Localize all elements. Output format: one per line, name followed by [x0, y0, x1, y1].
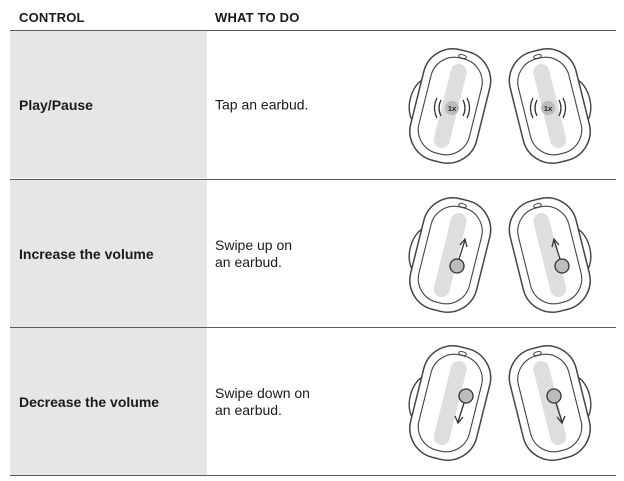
table-row-play-pause: Play/Pause Tap an earbud. 1x [10, 31, 616, 178]
right-earbud-icon [508, 345, 592, 461]
swipe-up-arrow-icon [551, 237, 570, 274]
swipe-down-arrow-icon [454, 388, 474, 425]
instruction-line: Swipe down on [215, 384, 310, 401]
table-row-increase-volume: Increase the volume Swipe up on an earbu… [10, 180, 616, 327]
control-label: Decrease the volume [19, 393, 160, 410]
instruction-line: Swipe up on [215, 236, 293, 253]
control-cell: Play/Pause [10, 31, 207, 178]
row-divider [10, 475, 616, 476]
left-earbud-icon [408, 197, 492, 313]
row-divider [10, 179, 616, 180]
table-row-decrease-volume: Decrease the volume Swipe down on an ear… [10, 328, 616, 475]
header-control: CONTROL [19, 10, 85, 25]
control-label: Increase the volume [19, 245, 154, 262]
instruction-line: Tap an earbud. [215, 96, 309, 112]
tap-count-label: 1x [544, 104, 553, 113]
earbuds-swipe-down-illustration [408, 345, 592, 461]
row-divider [10, 327, 616, 328]
earbuds-swipe-up-illustration [408, 197, 592, 313]
tap-indicator-icon: 1x [433, 97, 471, 119]
instruction-line: an earbud. [215, 401, 282, 418]
earbuds-tap-illustration: 1x 1x [408, 48, 592, 164]
header-divider [10, 30, 616, 31]
swipe-down-arrow-icon [546, 388, 566, 425]
instruction-cell: Tap an earbud. [215, 96, 335, 113]
control-cell: Increase the volume [10, 180, 207, 327]
control-cell: Decrease the volume [10, 328, 207, 475]
swipe-up-arrow-icon [449, 237, 468, 274]
instruction-line: an earbud. [215, 253, 282, 270]
table-header: CONTROL WHAT TO DO [0, 0, 624, 30]
header-what-to-do: WHAT TO DO [215, 10, 300, 25]
tap-count-label: 1x [448, 104, 457, 113]
tap-indicator-icon: 1x [529, 97, 567, 119]
control-label: Play/Pause [19, 96, 93, 113]
left-earbud-icon [408, 345, 492, 461]
instruction-cell: Swipe down on an earbud. [215, 385, 335, 419]
instruction-cell: Swipe up on an earbud. [215, 237, 335, 271]
right-earbud-icon [508, 197, 592, 313]
